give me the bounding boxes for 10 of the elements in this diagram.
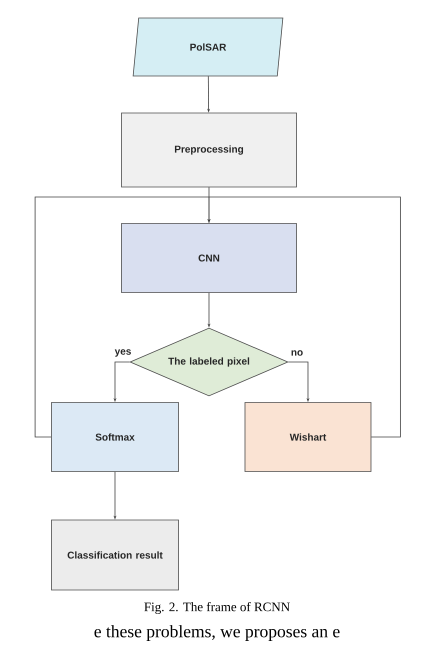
- arrow: [34, 196, 211, 438]
- process-box: CNN: [121, 223, 297, 293]
- input-parallelogram: PolSAR: [132, 18, 284, 76]
- body-text: e these problems, we proposes an e: [94, 625, 340, 641]
- edge-label: no: [290, 349, 304, 357]
- output-box: Classification result: [51, 520, 179, 590]
- process-box: Preprocessing: [121, 112, 297, 188]
- figure-caption: Fig. 2. The frame of RCNN: [144, 602, 290, 614]
- process-box: Wishart: [244, 402, 372, 472]
- process-box: Softmax: [51, 402, 179, 472]
